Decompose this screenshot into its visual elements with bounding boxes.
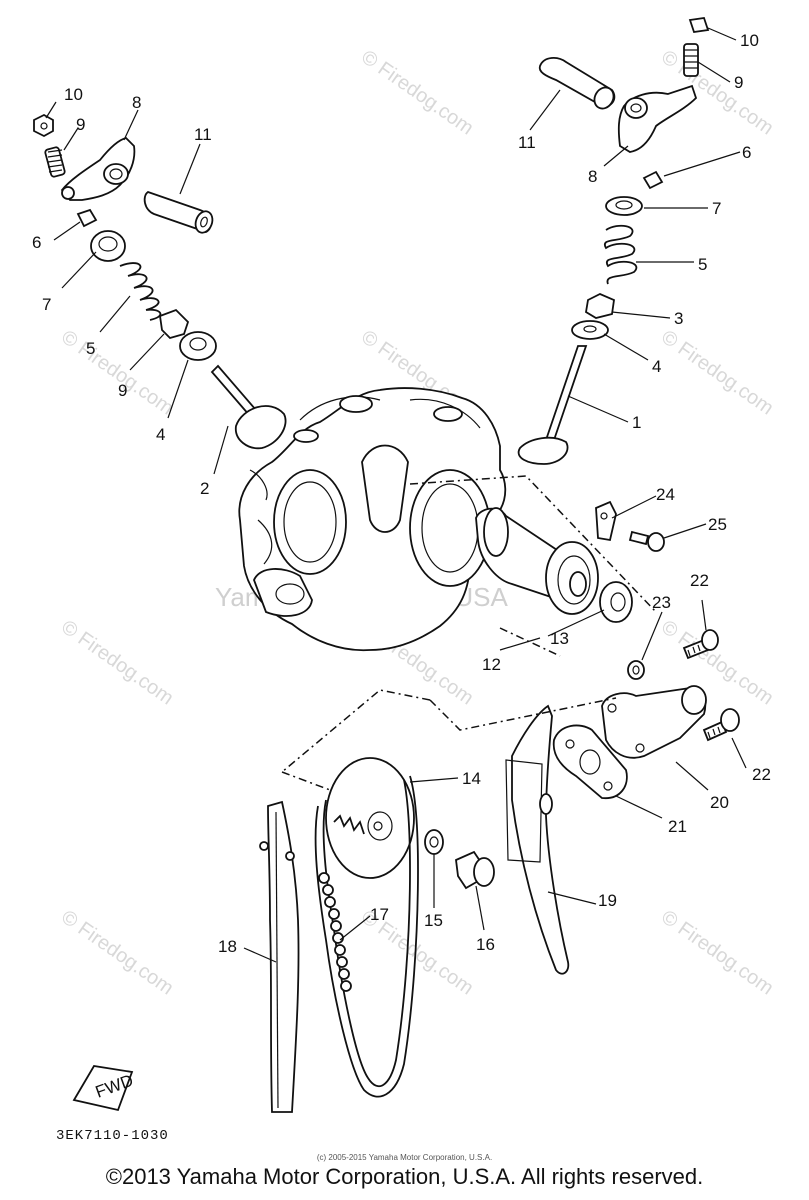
cylinder-head	[238, 387, 507, 652]
watermark: © Firedog.com	[57, 906, 177, 999]
rocker-arm-left	[60, 137, 136, 201]
chain-tensioner	[601, 685, 707, 759]
tensioner-bolt-upper	[682, 629, 719, 660]
chain-guide-intake	[259, 800, 300, 1113]
part-label-8: 8	[132, 93, 141, 112]
locknut-right	[688, 17, 710, 33]
watermark: © Firedog.com	[57, 326, 177, 419]
valve-oil-seal-left	[159, 308, 190, 340]
part-label-9: 9	[76, 115, 85, 134]
part-label-5: 5	[698, 255, 707, 274]
part-label-8: 8	[588, 167, 597, 186]
part-label-3: 9	[118, 381, 127, 400]
part-label-10: 10	[64, 85, 83, 104]
tensioner-washer	[627, 660, 645, 680]
valve-cotter-right	[642, 170, 664, 190]
rocker-shaft-left	[143, 191, 214, 234]
part-label-11: 11	[518, 133, 536, 152]
part-label-25: 25	[708, 515, 727, 534]
part-label-23: 23	[652, 593, 671, 612]
cam-locking-plate	[595, 500, 617, 542]
intake-valve	[210, 364, 287, 450]
cam-chain	[314, 775, 419, 1098]
part-label-1: 1	[632, 413, 641, 432]
part-label-4: 4	[156, 425, 165, 444]
part-label-22: 22	[690, 571, 709, 590]
tensioner-gasket	[552, 724, 628, 799]
valve-spring-left	[119, 262, 162, 321]
spring-seat-right	[571, 320, 609, 340]
leader-lines	[45, 27, 747, 963]
chain-guide-exhaust	[505, 704, 570, 975]
part-label-15: 15	[424, 911, 443, 930]
part-label-7: 7	[42, 295, 51, 314]
spring-retainer-left	[90, 230, 126, 262]
part-label-24: 24	[656, 485, 675, 504]
adjuster-right	[683, 43, 699, 77]
exhaust-valve	[517, 345, 588, 465]
left-valve-train	[33, 113, 287, 450]
part-label-2: 2	[200, 479, 209, 498]
watermark: © Firedog.com	[657, 326, 777, 419]
part-label-9: 9	[734, 73, 743, 92]
part-label-10: 10	[740, 31, 759, 50]
part-label-21: 21	[668, 817, 687, 836]
part-label-20: 20	[710, 793, 729, 812]
camshaft-assembly	[475, 507, 633, 623]
part-label-4: 4	[652, 357, 661, 376]
part-label-6: 6	[742, 143, 751, 162]
small-copyright: (c) 2005-2015 Yamaha Motor Corporation, …	[316, 1153, 493, 1162]
sprocket-washer	[424, 829, 444, 855]
watermark: © Firedog.com	[357, 46, 477, 139]
part-label-22: 22	[752, 765, 771, 784]
part-label-17: 17	[370, 905, 389, 924]
assembly-dash-lines	[281, 475, 657, 791]
valve-oil-seal-right	[585, 293, 615, 319]
fwd-arrow-icon: FWD	[72, 1065, 136, 1112]
tensioner-bolt-lower	[702, 708, 740, 742]
part-label-18: 18	[218, 937, 237, 956]
copyright-notice: ©2013 Yamaha Motor Corporation, U.S.A. A…	[105, 1164, 704, 1189]
part-label-14: 14	[462, 769, 481, 788]
part-label-19: 19	[598, 891, 617, 910]
part-label-13: 13	[550, 629, 569, 648]
part-label-3: 3	[674, 309, 683, 328]
adjuster-left	[44, 146, 66, 178]
part-label-6: 6	[32, 233, 41, 252]
part-number-labels: 10 9 8 11 6 7 5 9 4 2 10 9 11 8 6 7 5 3 …	[32, 31, 771, 956]
right-valve-train	[517, 17, 710, 465]
part-label-12: 12	[482, 655, 501, 674]
sprocket-bolt	[455, 850, 495, 890]
part-label-16: 16	[476, 935, 495, 954]
part-label-11: 11	[194, 125, 212, 144]
spring-seat-left	[179, 331, 217, 361]
watermark: © Firedog.com	[57, 616, 177, 709]
cam-plate-bolt	[628, 530, 665, 552]
drawing-code: 3EK7110-1030	[56, 1128, 169, 1144]
exploded-view-diagram: © Firedog.com © Firedog.com © Firedog.co…	[32, 17, 777, 1113]
watermark: © Firedog.com	[657, 906, 777, 999]
rocker-shaft-right	[538, 57, 616, 110]
valve-spring-right	[603, 224, 638, 285]
locknut-left	[33, 113, 54, 138]
rocker-arm-right	[617, 84, 698, 153]
part-label-5: 5	[86, 339, 95, 358]
valve-cotter-left	[76, 208, 98, 228]
spring-retainer-right	[605, 196, 643, 216]
cam-sprocket	[325, 757, 415, 879]
part-label-7: 7	[712, 199, 721, 218]
